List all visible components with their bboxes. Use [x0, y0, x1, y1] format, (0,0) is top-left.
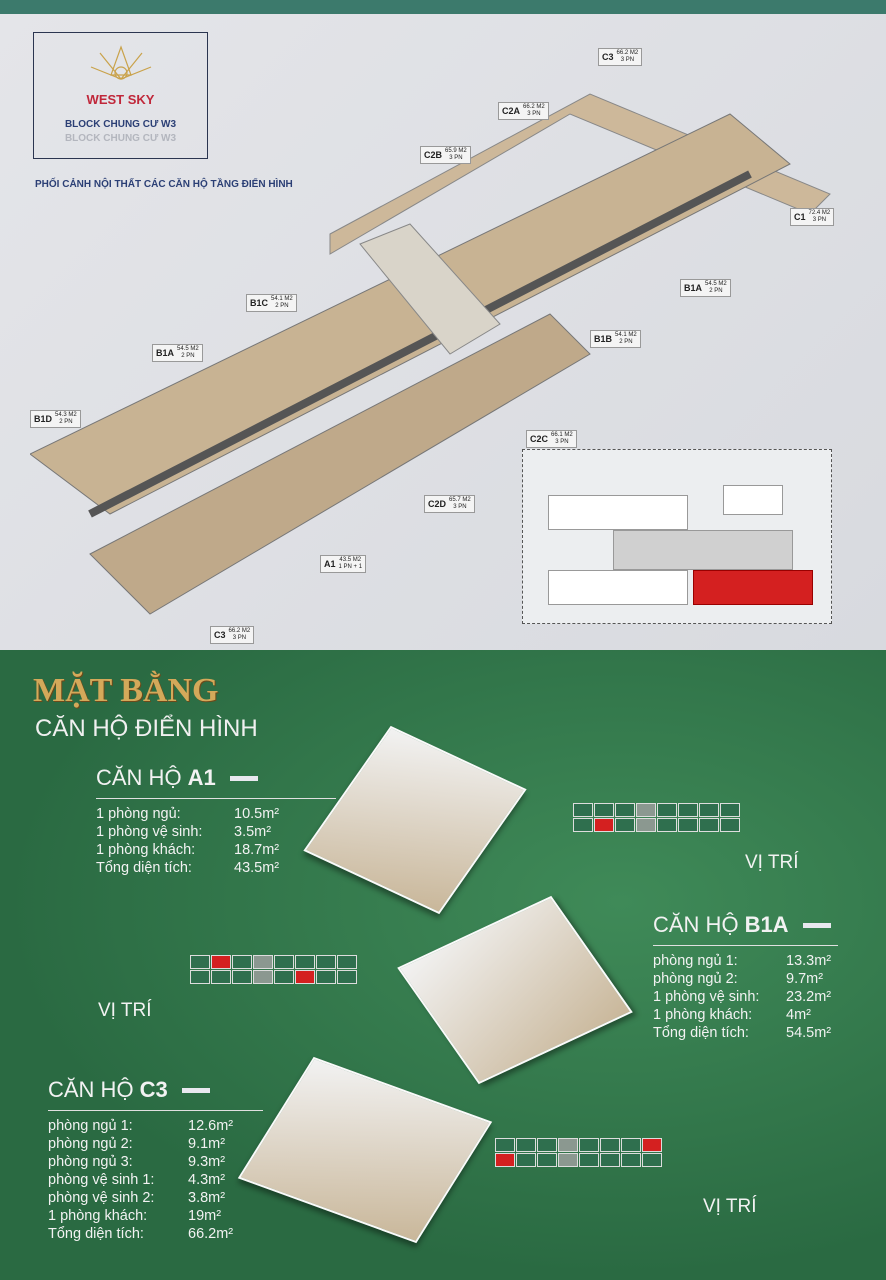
block-title-shadow: BLOCK CHUNG CƯ W3 [64, 133, 177, 144]
a1-location-label: VỊ TRÍ [745, 852, 799, 873]
logo-box: WEST SKY BLOCK CHUNG CƯ W3 BLOCK CHUNG C… [33, 32, 208, 159]
plan-subtitle: PHỐI CẢNH NỘI THẤT CÁC CĂN HỘ TẦNG ĐIỂN … [35, 179, 293, 190]
site-plan [522, 449, 832, 624]
isometric-floor-plan [30, 93, 831, 615]
c3-location-map [495, 1138, 662, 1167]
lotus-logo-icon [90, 45, 151, 80]
c3-location-label: VỊ TRÍ [703, 1196, 757, 1217]
section-subtitle: CĂN HỘ ĐIỂN HÌNH [35, 715, 258, 742]
brand-name: WEST SKY [86, 92, 155, 107]
floor-plan-page: WEST SKY BLOCK CHUNG CƯ W3 BLOCK CHUNG C… [0, 0, 886, 650]
a1-location-map [573, 803, 740, 832]
block-title: BLOCK CHUNG CƯ W3 [64, 119, 177, 130]
b1a-location-map [190, 955, 357, 984]
b1a-location-label: VỊ TRÍ [98, 1000, 152, 1021]
section-title: MẶT BẰNG [33, 672, 219, 709]
